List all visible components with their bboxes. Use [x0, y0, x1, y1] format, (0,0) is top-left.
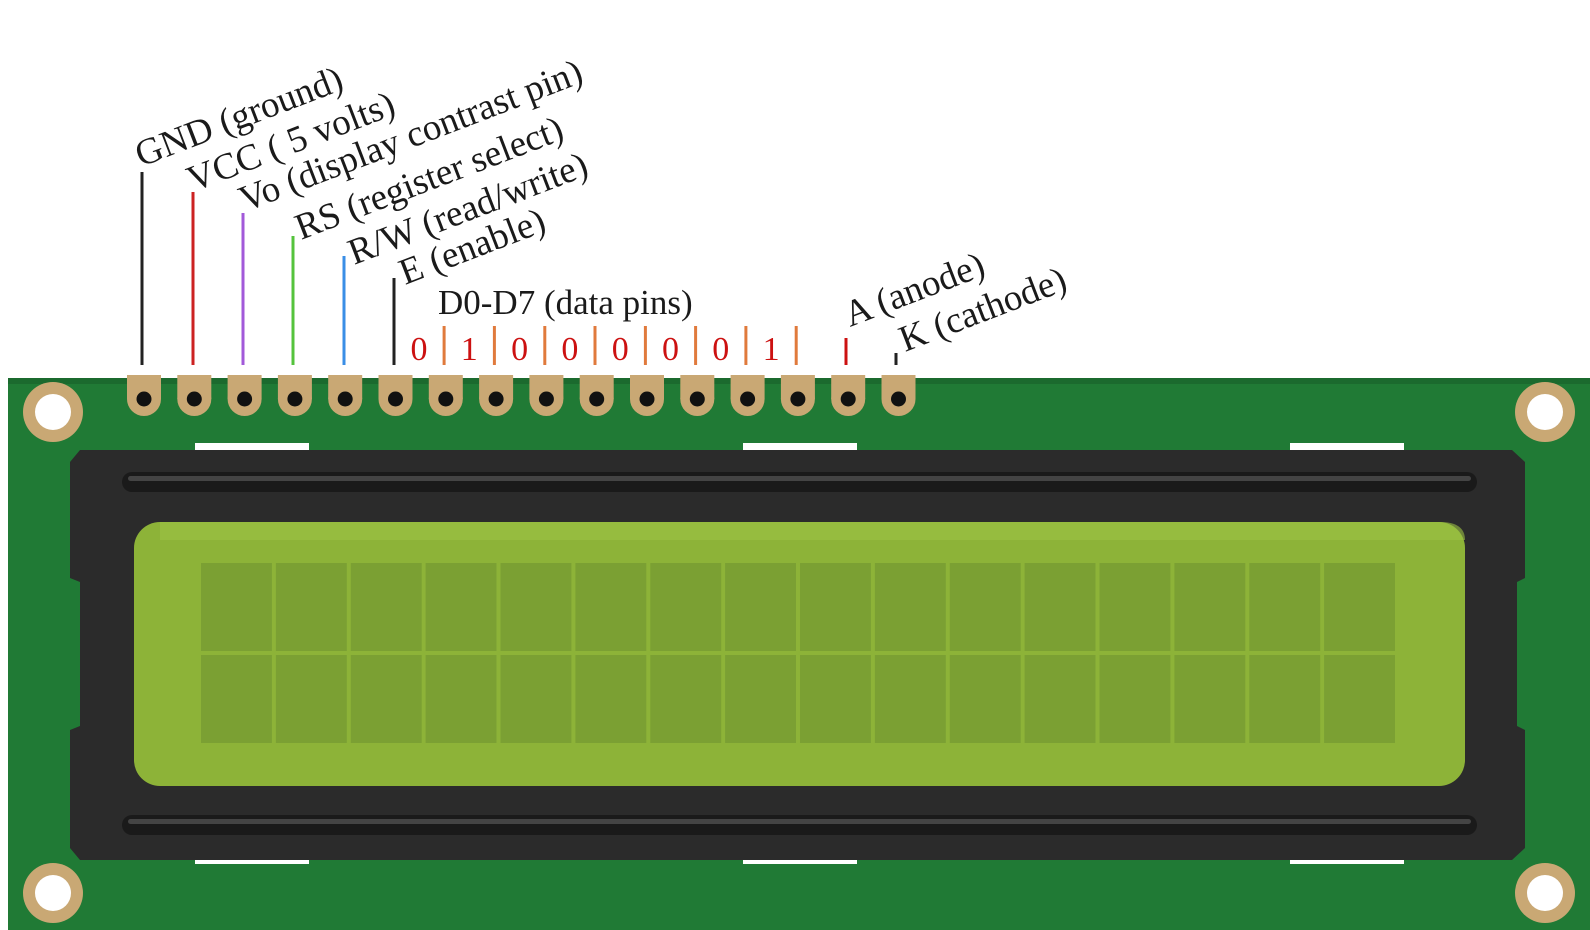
lcd-cell	[874, 655, 946, 743]
header-pin	[780, 375, 815, 416]
lcd-cell	[500, 563, 572, 651]
header-pin	[881, 375, 916, 416]
header-pin	[630, 375, 664, 416]
lcd-cell	[800, 563, 871, 651]
lcd-cell	[874, 563, 946, 651]
header-pin	[529, 375, 564, 416]
header-pins	[127, 375, 916, 416]
header-pin	[579, 375, 614, 416]
data-bit: 0	[662, 331, 679, 368]
lcd-cell	[275, 563, 347, 651]
lcd-cell	[1174, 563, 1246, 651]
data-bit: 0	[511, 331, 528, 368]
lcd-cell	[1174, 655, 1246, 743]
lcd-cell	[650, 563, 722, 651]
lcd-cell	[425, 563, 497, 651]
label-data-pins: D0-D7 (data pins)	[438, 283, 693, 322]
mounting-hole-bottom-right	[1515, 863, 1575, 923]
header-pin	[831, 375, 866, 416]
lcd-cell	[425, 655, 497, 743]
lcd-cell	[1324, 655, 1395, 743]
lcd-cell	[1249, 655, 1321, 743]
lcd-cell	[949, 655, 1021, 743]
lcd-cell	[201, 655, 272, 743]
lcd-cell	[1024, 655, 1096, 743]
lcd-cell	[1324, 563, 1395, 651]
bezel-tabs	[195, 443, 1404, 864]
data-bit: 0	[612, 331, 629, 368]
lcd-cell	[949, 563, 1021, 651]
lcd-cell	[575, 655, 647, 743]
lcd-cell	[1249, 563, 1321, 651]
mounting-hole-bottom-left	[23, 863, 83, 923]
data-bit: 0	[561, 331, 578, 368]
pin-labels: GND (ground) VCC ( 5 volts) Vo (display …	[130, 52, 1073, 361]
lcd-cell	[650, 655, 722, 743]
lcd-cell	[1024, 563, 1096, 651]
header-pin	[277, 375, 312, 416]
lcd-cell	[350, 655, 422, 743]
header-pin	[680, 375, 715, 416]
lcd-cell	[350, 563, 422, 651]
header-pin	[177, 375, 212, 416]
header-pin	[227, 375, 262, 416]
wires	[140, 172, 898, 365]
lcd-cell	[800, 655, 871, 743]
header-pin	[428, 375, 463, 416]
lcd-cell	[1099, 655, 1171, 743]
lcd-character-grid	[201, 563, 1395, 743]
data-bit: 1	[763, 331, 780, 368]
lcd-cell	[1099, 563, 1171, 651]
header-pin	[378, 375, 413, 416]
lcd-cell	[575, 563, 647, 651]
header-pin	[127, 375, 161, 416]
lcd-cell	[725, 563, 796, 651]
mounting-hole-top-right	[1515, 382, 1575, 442]
mounting-holes	[23, 382, 1575, 923]
lcd-cell	[275, 655, 347, 743]
mounting-hole-top-left	[23, 382, 83, 442]
lcd-cell	[201, 563, 272, 651]
header-pin	[328, 375, 363, 416]
data-bit: 0	[411, 331, 428, 368]
header-pin	[479, 375, 514, 416]
lcd-cell	[500, 655, 572, 743]
header-pin	[730, 375, 765, 416]
data-bit: 0	[712, 331, 729, 368]
lcd-glass	[134, 522, 1465, 786]
data-bit: 1	[461, 331, 478, 368]
lcd-cell	[725, 655, 796, 743]
